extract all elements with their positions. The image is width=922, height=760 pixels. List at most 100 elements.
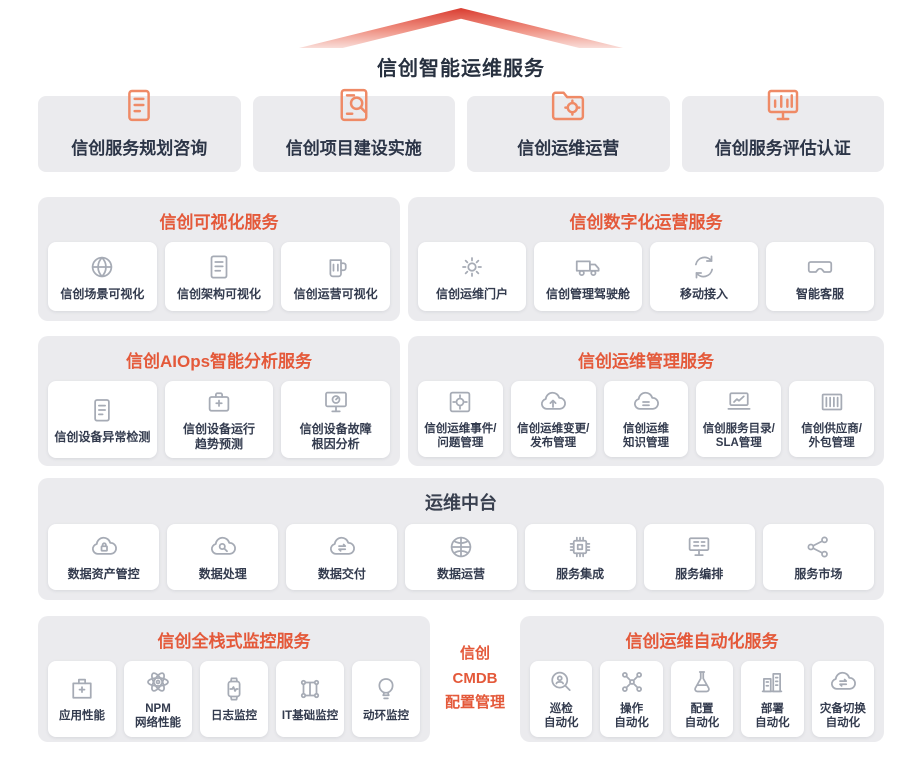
card-label: 信创运维门户	[435, 286, 508, 301]
section-title: 信创运维管理服务	[578, 352, 714, 371]
service-card: 动环监控	[352, 661, 420, 737]
service-card: 信创设备异常检测	[48, 381, 157, 458]
cards-row: 信创运维事件/ 问题管理 信创运维变更/ 发布管理 信创运维 知识管理 信创服务…	[408, 372, 884, 467]
card-label: 信创管理驾驶舱	[545, 286, 630, 301]
top-service-label: 信创项目建设实施	[285, 138, 422, 158]
share-nodes-icon	[803, 532, 833, 562]
card-label: 数据资产管控	[67, 567, 140, 581]
chip-icon	[565, 532, 595, 562]
top-service-planning: 信创服务规划咨询	[38, 89, 241, 172]
service-card: 移动接入	[650, 242, 758, 311]
medkit-icon	[204, 387, 234, 417]
card-label: 数据运营	[436, 567, 485, 581]
section-title: 信创全栈式监控服务	[157, 632, 311, 651]
section-title: 运维中台	[425, 493, 497, 513]
cards-row: 巡检 自动化 操作 自动化 配置 自动化 部署 自动化 灾备切换 自动化	[520, 652, 884, 747]
document-icon	[204, 252, 234, 282]
card-label: 日志监控	[211, 710, 257, 723]
section-ops-management: 信创运维管理服务 信创运维事件/ 问题管理 信创运维变更/ 发布管理 信创运维 …	[408, 336, 884, 466]
service-card: 部署 自动化	[741, 661, 804, 737]
section-full-stack-monitoring: 信创全栈式监控服务 应用性能 NPM 网络性能 日志监控 IT基础监控 动环监控	[38, 616, 430, 742]
section-title: 信创数字化运营服务	[569, 213, 723, 232]
cmdb-config-management-block: 信创 CMDB 配置管理	[436, 616, 514, 742]
hospital-icon	[67, 674, 97, 704]
mobile-sync-icon	[689, 252, 719, 282]
cloud-sync-icon	[327, 532, 357, 562]
card-label: 服务集成	[556, 567, 605, 581]
top-service-label: 信创服务规划咨询	[71, 138, 208, 158]
chart-monitor-icon	[762, 84, 804, 126]
card-label: 部署 自动化	[755, 703, 790, 730]
monitor-gauge-icon	[321, 387, 351, 417]
top-service-label: 信创运维运营	[517, 138, 620, 158]
card-label: 数据交付	[317, 567, 366, 581]
globe-grid-icon	[446, 532, 476, 562]
service-card: 信创运维事件/ 问题管理	[418, 381, 503, 457]
service-card: 智能客服	[766, 242, 874, 311]
service-card: 服务市场	[762, 524, 874, 590]
laptop-chart-icon	[724, 387, 754, 417]
section-digital-operations: 信创数字化运营服务 信创运维门户 信创管理驾驶舱 移动接入 智能客服	[408, 197, 884, 321]
service-card: 信创运维变更/ 发布管理	[510, 381, 596, 457]
cloud-switch-icon	[828, 667, 858, 697]
card-label: 信创供应商/ 外包管理	[801, 423, 862, 450]
section-ops-automation: 信创运维自动化服务 巡检 自动化 操作 自动化 配置 自动化 部署 自动化 灾备…	[520, 616, 884, 742]
card-label: 信创运维变更/ 发布管理	[517, 423, 590, 450]
mug-gauge-icon	[321, 252, 351, 282]
cards-row: 应用性能 NPM 网络性能 日志监控 IT基础监控 动环监控	[38, 652, 430, 747]
card-label: 配置 自动化	[684, 703, 720, 730]
clipboard-icon	[87, 395, 117, 425]
section-middle-platform: 运维中台 数据资产管控 数据处理 数据交付 数据运营 服务集成	[38, 478, 884, 600]
roof-arrow-shape	[299, 8, 623, 48]
section-title: 信创运维自动化服务	[625, 632, 779, 651]
card-label: 移动接入	[679, 286, 728, 301]
service-card: 配置 自动化	[670, 661, 734, 737]
service-card: IT基础监控	[276, 661, 344, 737]
card-label: 服务编排	[675, 567, 724, 581]
section-title: 信创AIOps智能分析服务	[125, 352, 313, 371]
service-card: 信创设备运行 趋势预测	[164, 381, 274, 458]
truck-icon	[573, 252, 603, 282]
card-label: 应用性能	[59, 710, 105, 723]
watch-pulse-icon	[219, 674, 249, 704]
balloon-icon	[371, 674, 401, 704]
top-service-implementation: 信创项目建设实施	[252, 88, 455, 172]
service-card: 巡检 自动化	[530, 661, 593, 737]
card-label: 灾备切换 自动化	[819, 703, 866, 730]
nodes-icon	[617, 667, 647, 697]
card-label: 信创服务目录/ SLA管理	[702, 423, 775, 450]
card-label: 数据处理	[198, 567, 247, 581]
service-card: 应用性能	[48, 661, 116, 737]
blueprint-icon	[333, 84, 375, 126]
service-card: 信创运维门户	[418, 242, 526, 311]
top-service-label: 信创服务评估认证	[714, 138, 851, 158]
cards-row: 数据资产管控 数据处理 数据交付 数据运营 服务集成 服务编排	[38, 515, 884, 600]
card-label: NPM 网络性能	[135, 703, 181, 730]
card-label: 信创设备异常检测	[54, 429, 151, 444]
service-card: 数据处理	[167, 524, 279, 590]
service-card: 服务集成	[524, 524, 636, 590]
gear-icon	[457, 252, 487, 282]
globe-icon	[87, 252, 117, 282]
service-card: 数据交付	[286, 524, 398, 590]
inspector-icon	[546, 667, 576, 697]
circuit-icon	[295, 674, 325, 704]
folder-gear-icon	[547, 84, 589, 126]
service-card: 信创设备故障 根因分析	[281, 381, 391, 458]
card-label: 操作 自动化	[614, 703, 649, 730]
card-label: IT基础监控	[281, 710, 339, 723]
clipboard-icon	[118, 84, 160, 126]
section-title: 信创可视化服务	[159, 213, 279, 232]
cards-row: 信创运维门户 信创管理驾驶舱 移动接入 智能客服	[408, 233, 884, 321]
service-card: 操作 自动化	[600, 661, 663, 737]
card-label: 信创运营可视化	[293, 286, 378, 301]
service-card: 信创架构可视化	[164, 242, 274, 311]
cards-row: 信创场景可视化 信创架构可视化 信创运营可视化	[38, 233, 400, 321]
top-services-row: 信创服务规划咨询 信创项目建设实施 信创运维运营 信创服务评估认证	[38, 88, 884, 172]
service-card: 信创管理驾驶舱	[534, 242, 642, 311]
card-label: 智能客服	[795, 286, 844, 301]
service-card: 灾备切换 自动化	[811, 661, 875, 737]
service-card: 信创场景可视化	[48, 242, 157, 311]
card-label: 动环监控	[363, 710, 409, 723]
